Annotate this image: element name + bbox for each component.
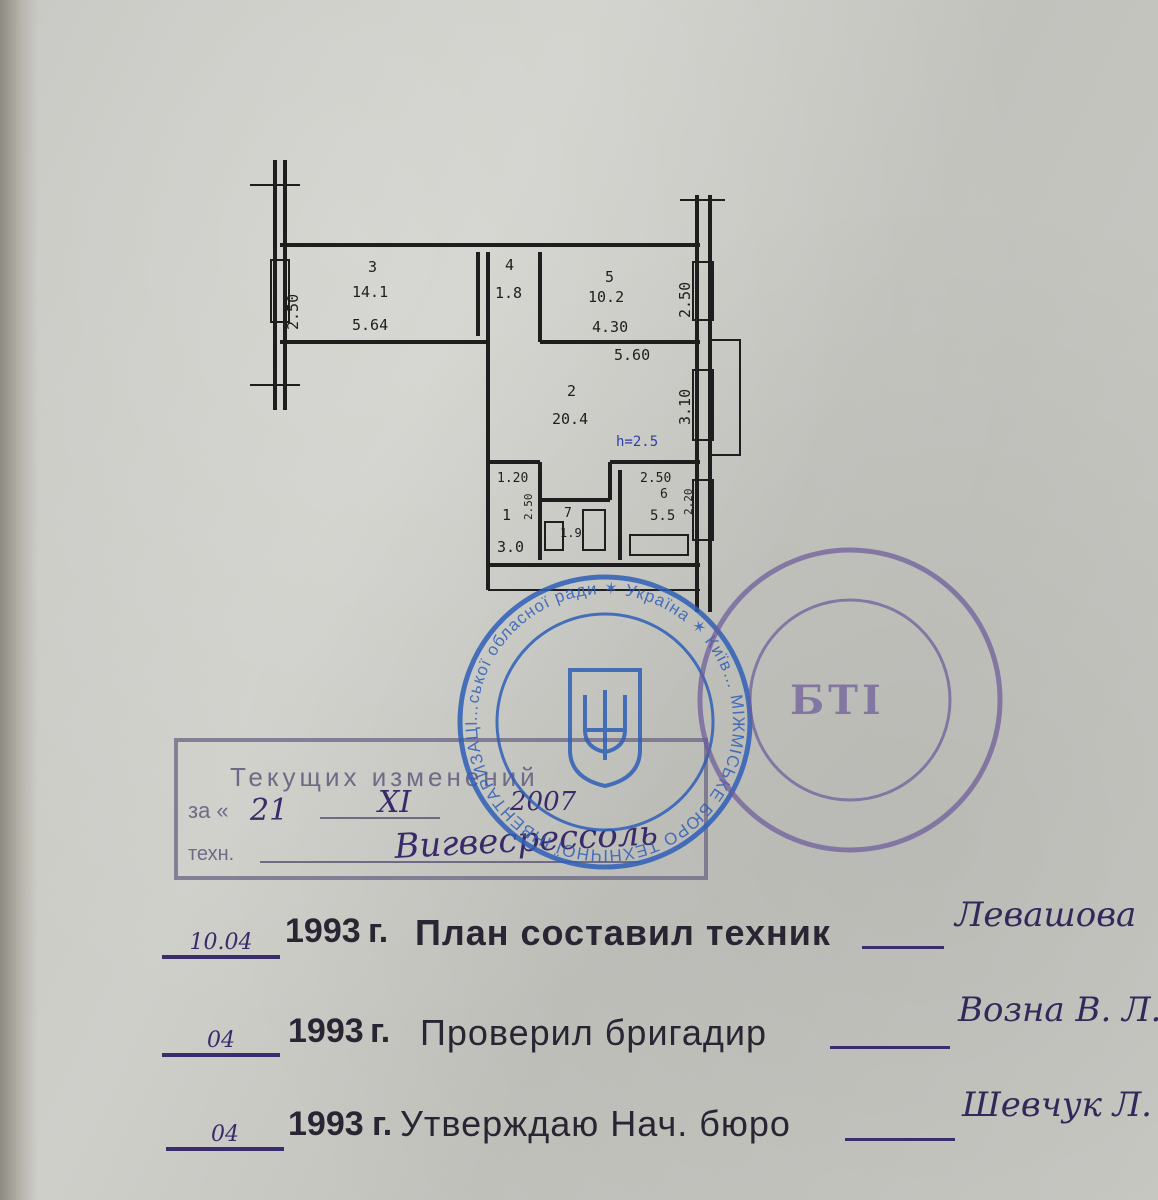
- trident-emblem: [568, 668, 642, 789]
- room-1-area: 3.0: [497, 538, 524, 556]
- room-5-width: 2.50: [676, 282, 694, 318]
- signoff-3-date: 04: [166, 1122, 284, 1151]
- signoff-3-blank: [845, 1138, 955, 1141]
- room-1-length: 1.20: [497, 471, 528, 486]
- changes-stamp-day: 21: [249, 793, 288, 828]
- signoff-2-signer: Возна В. Л.: [958, 990, 1158, 1030]
- signoff-1-text: План составил техник: [415, 912, 831, 953]
- room-5-number: 5: [605, 268, 614, 286]
- bti-stamp-center: БТІ: [790, 677, 885, 724]
- svg-text:…ської обласної ради ✶ Україна: …ської обласної ради ✶ Україна ✶ Київ… М…: [0, 0, 748, 865]
- signoff-2-date: 04: [162, 1028, 280, 1057]
- signoff-2-year: 1993: [288, 1012, 364, 1050]
- room-1-width: 2.50: [522, 494, 535, 521]
- signoff-3-suffix: г.: [372, 1105, 393, 1143]
- bti-stamp: БТІ: [697, 547, 1003, 853]
- signoff-1-blank: [862, 946, 944, 949]
- room-1-number: 1: [502, 506, 511, 524]
- changes-stamp-techn: техн.: [188, 843, 234, 865]
- room-5-length: 4.30: [592, 318, 628, 336]
- room-2-length: 5.60: [614, 346, 650, 364]
- signoff-1-signer: Левашова: [955, 895, 1137, 935]
- changes-stamp-prefix: за «: [188, 798, 229, 823]
- room-2-height: h=2.5: [616, 434, 658, 450]
- signoff-1-date: 10.04: [162, 930, 280, 959]
- signoff-3-text: Утверждаю Нач. бюро: [400, 1103, 791, 1144]
- room-2-width: 3.10: [676, 389, 694, 425]
- room-4-number: 4: [505, 256, 514, 274]
- changes-stamp-month: XI: [376, 785, 412, 820]
- room-4-area: 1.8: [495, 284, 522, 302]
- changes-stamp-title: Текущих изменений: [230, 762, 539, 792]
- room-6-length: 2.50: [640, 471, 671, 486]
- room-3-area: 14.1: [352, 283, 388, 301]
- room-6-width: 2.20: [682, 489, 695, 516]
- signoff-1-suffix: г.: [368, 912, 389, 950]
- room-3-number: 3: [368, 258, 377, 276]
- signoff-2-text: Проверил бригадир: [420, 1012, 768, 1053]
- room-3-width: 2.50: [284, 294, 302, 330]
- room-5-area: 10.2: [588, 288, 624, 306]
- signoff-2-blank: [830, 1046, 950, 1049]
- ukraine-stamp-ring-text: …ської обласної ради ✶ Україна ✶ Київ… М…: [0, 0, 747, 865]
- signoff-2-suffix: г.: [370, 1012, 391, 1050]
- room-7-number: 7: [564, 506, 572, 521]
- signoff-1-year: 1993: [285, 912, 361, 950]
- room-2-number: 2: [567, 382, 576, 400]
- signoff-3-signer: Шевчук Л.: [962, 1085, 1152, 1125]
- room-7-area: 1.9: [560, 526, 582, 540]
- paper-edge-shadow: [0, 0, 38, 1200]
- signoff-3-year: 1993: [288, 1105, 364, 1143]
- room-3-length: 5.64: [352, 316, 388, 334]
- room-2-area: 20.4: [552, 410, 588, 428]
- room-6-area: 5.5: [650, 508, 675, 524]
- room-6-number: 6: [660, 487, 668, 502]
